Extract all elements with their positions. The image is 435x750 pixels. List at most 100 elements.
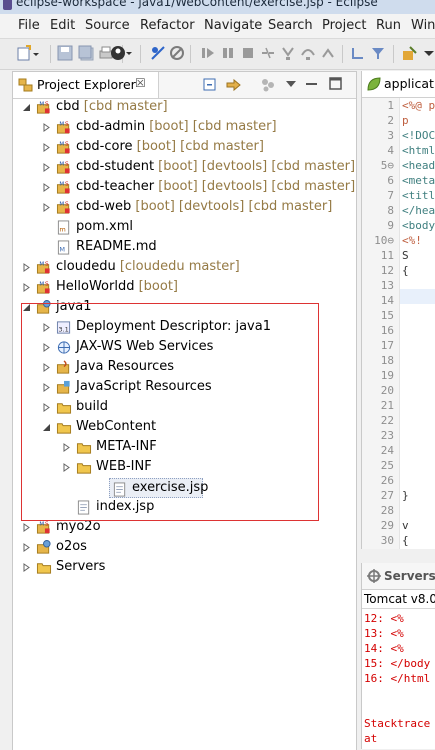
tree-collapsed-icon[interactable] [21, 277, 31, 297]
tree-collapsed-icon[interactable] [41, 177, 51, 197]
tree-item-exercise-jsp[interactable]: exercise.jsp [109, 478, 208, 498]
tree-expanded-icon[interactable] [21, 97, 31, 117]
tree-item-label: HelloWorldd [boot] [56, 279, 179, 294]
tree-collapsed-icon[interactable] [41, 317, 51, 337]
menu-run[interactable]: Run [376, 18, 401, 33]
tree-collapsed-icon[interactable] [61, 437, 71, 457]
tree-collapsed-icon[interactable] [41, 337, 51, 357]
minimize-icon[interactable] [305, 78, 319, 90]
tree-collapsed-icon[interactable] [41, 197, 51, 217]
tree-item-index-jsp[interactable]: index.jsp [13, 497, 353, 517]
folder-icon [56, 420, 72, 435]
tree-item-java1[interactable]: java1 [13, 297, 353, 317]
tree-expanded-icon[interactable] [41, 417, 51, 437]
perspective-icon[interactable] [110, 45, 134, 61]
collapse-all-icon[interactable] [203, 77, 219, 93]
terminate-icon[interactable] [240, 45, 256, 61]
tree-item-jax-ws-web-services[interactable]: JAX-WS Web Services [13, 337, 353, 357]
new-icon[interactable] [17, 45, 39, 61]
tree-item-web-inf[interactable]: WEB-INF [13, 457, 353, 477]
suspend-icon[interactable] [220, 45, 236, 61]
menu-refactor[interactable]: Refactor [140, 18, 195, 33]
tree-item-build[interactable]: build [13, 397, 353, 417]
toolbar-dropdown-icon[interactable] [421, 45, 435, 61]
tree-collapsed-icon[interactable] [21, 557, 31, 577]
menu-file[interactable]: File [18, 18, 40, 33]
tree-collapsed-icon[interactable] [21, 537, 31, 557]
line-number: 11 [380, 249, 394, 262]
view-menu-icon[interactable] [285, 79, 297, 89]
toggle-breakpoints-icon[interactable] [150, 45, 166, 61]
line-number: 17 [380, 339, 394, 352]
close-tab-icon[interactable]: ☒ [135, 76, 146, 90]
link-with-editor-icon[interactable] [225, 77, 243, 93]
tab-editor-file[interactable]: applicati [362, 71, 435, 98]
maximize-icon[interactable] [329, 77, 343, 91]
menu-project[interactable]: Project [322, 18, 367, 33]
file-leaf-icon [367, 77, 381, 91]
tab-servers[interactable]: Servers [362, 563, 435, 590]
tree-item-o2os[interactable]: o2os [13, 537, 353, 557]
use-step-filters-icon[interactable] [370, 45, 386, 61]
filters-icon[interactable] [260, 77, 276, 93]
menu-window[interactable]: Win [411, 18, 435, 33]
disconnect-icon[interactable] [260, 45, 276, 61]
menu-source[interactable]: Source [85, 18, 130, 33]
tree-item-webcontent[interactable]: WebContent [13, 417, 353, 437]
tree-item-label: cloudedu [cloudedu master] [56, 259, 240, 274]
tree-collapsed-icon[interactable] [41, 117, 51, 137]
step-return-icon[interactable] [320, 45, 336, 61]
toolbar-separator [50, 45, 51, 63]
svg-text:M: M [39, 102, 44, 108]
save-icon[interactable] [57, 45, 73, 61]
tree-expanded-icon[interactable] [21, 297, 31, 317]
skip-breakpoints-icon[interactable] [169, 45, 185, 61]
svg-text:M: M [59, 245, 65, 253]
tab-project-explorer[interactable]: Project Explorer ☒ [13, 72, 159, 98]
tree-item-java-resources[interactable]: Java Resources [13, 357, 353, 377]
tree-item-label: cbd-teacher [boot] [devtools] [cbd maste… [76, 179, 356, 194]
tree-collapsed-icon[interactable] [41, 397, 51, 417]
menu-edit[interactable]: Edit [50, 18, 76, 33]
external-tools-icon[interactable] [402, 45, 418, 61]
folder-icon [36, 560, 52, 575]
save-all-icon[interactable] [78, 45, 94, 61]
line-number: 24 [380, 444, 394, 457]
step-into-icon[interactable] [280, 45, 296, 61]
drop-to-frame-icon[interactable] [350, 45, 366, 61]
project-explorer-tabbar: Project Explorer ☒ [13, 72, 356, 99]
tree-collapsed-icon[interactable] [61, 457, 71, 477]
jsp-file-icon [76, 500, 92, 515]
svg-text:M: M [39, 522, 44, 528]
tree-collapsed-icon[interactable] [21, 257, 31, 277]
step-over-icon[interactable] [300, 45, 316, 61]
resume-icon[interactable] [200, 45, 216, 61]
tree-item-servers[interactable]: Servers [13, 557, 353, 577]
menu-search[interactable]: Search [268, 18, 313, 33]
svg-text:S: S [65, 202, 69, 208]
tree-item-label: cbd [cbd master] [56, 99, 168, 114]
xml-file-icon: m [56, 220, 72, 235]
tree-collapsed-icon[interactable] [41, 137, 51, 157]
tree-item-meta-inf[interactable]: META-INF [13, 437, 353, 457]
tree-collapsed-icon[interactable] [41, 377, 51, 397]
tree-collapsed-icon[interactable] [41, 357, 51, 377]
menu-navigate[interactable]: Navigate [204, 18, 263, 33]
tree-item-javascript-resources[interactable]: JavaScript Resources [13, 377, 353, 397]
tree-collapsed-icon[interactable] [41, 157, 51, 177]
tree-collapsed-icon[interactable] [21, 517, 31, 537]
